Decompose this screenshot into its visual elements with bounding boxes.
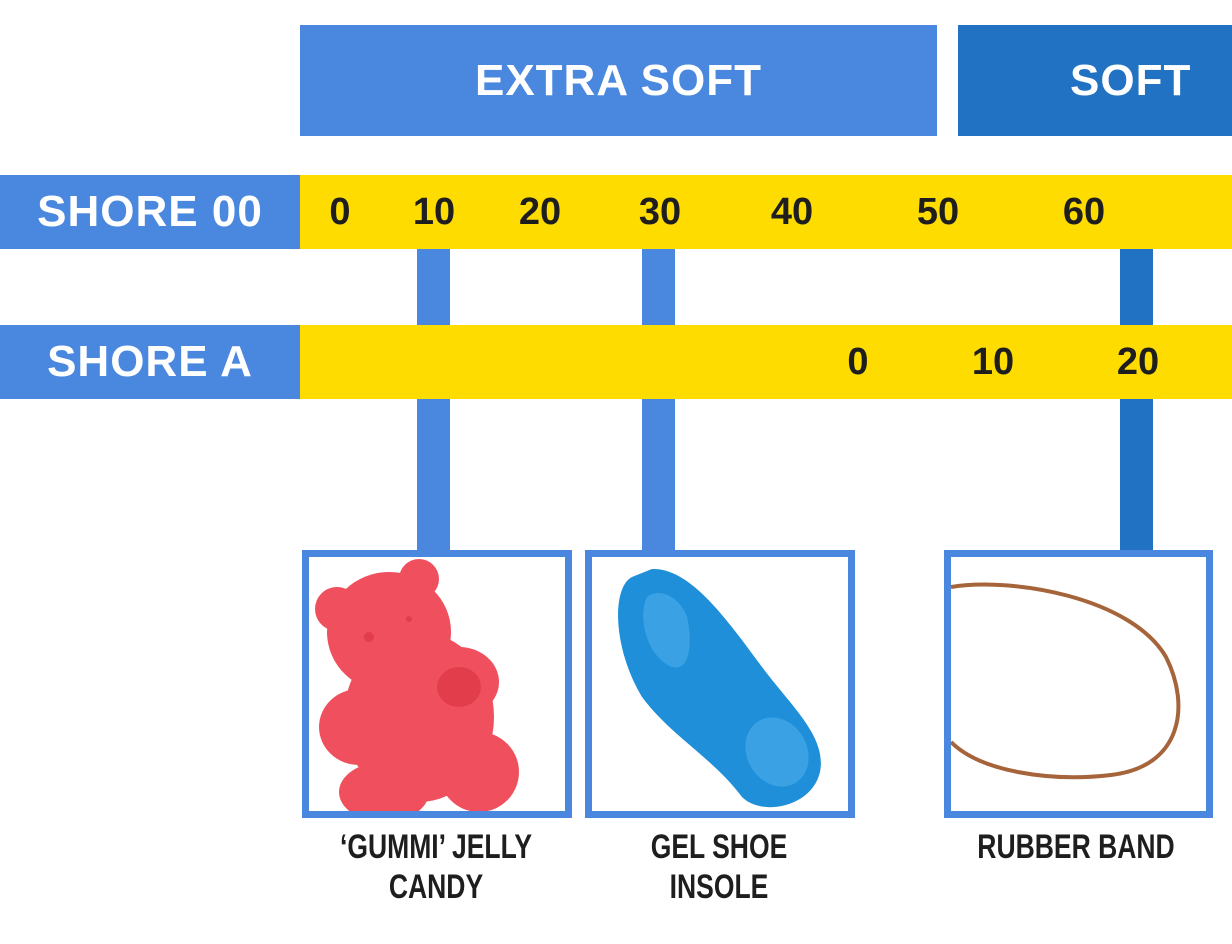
caption-gummy-bear: ‘GUMMI’ JELLY CANDY [340, 827, 532, 907]
shoreA-tick: 20 [1116, 341, 1160, 383]
caption-line: ‘GUMMI’ JELLY [339, 828, 533, 866]
shore00-tick: 0 [329, 191, 351, 233]
shore00-tick: 50 [916, 191, 960, 233]
gummy-bear-image-box [302, 550, 572, 818]
shore00-tick: 20 [518, 191, 562, 233]
shore00-tick: 10 [412, 191, 456, 233]
extra-soft-label: EXTRA SOFT [474, 55, 763, 105]
shore00-label-box: SHORE 00 [0, 175, 300, 249]
caption-insole: GEL SHOE INSOLE [651, 827, 788, 907]
connector-insole [642, 249, 675, 550]
soft-header: SOFT [958, 25, 1232, 136]
gummy-bear-icon [315, 559, 519, 811]
insole-image-box [585, 550, 855, 818]
extra-soft-header: EXTRA SOFT [300, 25, 937, 136]
shoe-insole-icon [618, 568, 821, 808]
shore00-scale: 0 10 20 30 40 50 60 [300, 175, 1232, 249]
shoreA-label: SHORE A [47, 337, 253, 386]
rubber-band-image-box [944, 550, 1213, 818]
caption-line: GEL SHOE [650, 828, 788, 866]
shore00-tick: 60 [1062, 191, 1106, 233]
shoreA-tick: 10 [971, 341, 1015, 383]
soft-label: SOFT [1070, 55, 1192, 105]
caption-line: INSOLE [669, 868, 769, 906]
shore00-tick: 40 [770, 191, 814, 233]
connector-gummy [417, 249, 450, 550]
shoreA-scale: 0 10 20 [300, 325, 1232, 399]
shoreA-tick: 0 [847, 341, 869, 383]
rubber-band-icon [951, 582, 1181, 780]
shoreA-label-box: SHORE A [0, 325, 300, 399]
shore00-tick: 30 [638, 191, 682, 233]
caption-rubber-band: RUBBER BAND [977, 827, 1174, 867]
caption-line: CANDY [388, 868, 484, 906]
caption-line: RUBBER BAND [977, 828, 1175, 866]
connector-rubber-band [1120, 249, 1153, 550]
shore00-label: SHORE 00 [37, 187, 263, 236]
